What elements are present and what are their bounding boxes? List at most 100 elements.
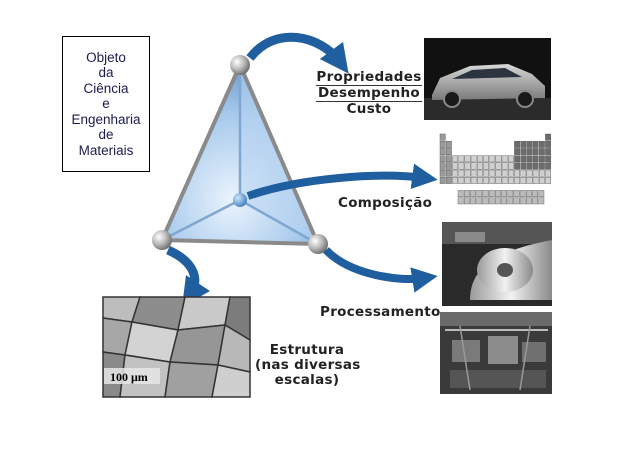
element-cell <box>439 162 446 170</box>
element-cell <box>470 162 477 170</box>
properties-label-line: Custo <box>346 101 392 117</box>
element-cell <box>532 197 539 205</box>
element-cell <box>545 133 552 141</box>
element-cell <box>514 148 521 155</box>
element-cell <box>513 197 520 205</box>
element-cell <box>439 133 446 141</box>
element-cell <box>488 197 495 205</box>
element-cell <box>538 197 545 205</box>
car-photo <box>424 38 551 120</box>
element-cell <box>464 176 471 184</box>
element-cell <box>446 169 452 177</box>
element-cell <box>508 169 514 177</box>
periodic-table-cells <box>439 133 552 205</box>
element-cell <box>476 190 483 197</box>
vertex-left <box>152 230 172 250</box>
arrow-to-composition <box>246 163 438 200</box>
element-cell <box>452 155 458 163</box>
element-cell <box>519 190 526 197</box>
element-cell <box>520 148 527 155</box>
element-cell <box>495 197 501 205</box>
properties-label-line: Propriedades <box>316 69 422 85</box>
element-cell <box>539 176 545 184</box>
element-cell <box>470 190 476 197</box>
element-cell <box>464 155 471 163</box>
vertex-center <box>233 193 247 207</box>
element-cell <box>545 148 552 155</box>
vertex-top <box>230 55 250 75</box>
element-cell <box>458 169 465 177</box>
periodic-table-image <box>438 128 556 208</box>
processing-label: Processamento <box>320 304 441 320</box>
element-cell <box>495 190 501 197</box>
element-cell <box>539 148 545 155</box>
element-cell <box>482 197 489 205</box>
element-cell <box>526 140 533 148</box>
element-cell <box>519 197 526 205</box>
element-cell <box>457 190 464 197</box>
element-cell <box>526 169 533 177</box>
element-cell <box>452 176 458 184</box>
composition-label: Composição <box>338 195 433 211</box>
element-cell <box>470 155 477 163</box>
element-cell <box>501 169 508 177</box>
element-cell <box>439 169 446 177</box>
element-cell <box>526 197 532 205</box>
element-cell <box>520 176 527 184</box>
element-cell <box>464 190 470 197</box>
element-cell <box>532 169 539 177</box>
element-cell <box>539 162 545 170</box>
element-cell <box>514 155 521 163</box>
element-cell <box>545 176 552 184</box>
element-cell <box>539 155 545 163</box>
element-cell <box>532 190 539 197</box>
element-cell <box>545 140 552 148</box>
element-cell <box>489 162 496 170</box>
element-cell <box>446 140 452 148</box>
element-cell <box>532 148 539 155</box>
element-cell <box>452 162 458 170</box>
element-cell <box>458 162 465 170</box>
processing-photo-roll <box>442 222 552 306</box>
structure-label-line: escalas) <box>274 372 340 388</box>
concept-line: Engenharia <box>71 111 141 127</box>
element-cell <box>513 190 520 197</box>
element-cell <box>446 155 452 163</box>
element-cell <box>477 162 483 170</box>
structure-label-line: Estrutura <box>269 342 345 358</box>
element-cell <box>526 190 532 197</box>
element-cell <box>545 169 552 177</box>
element-cell <box>483 176 489 184</box>
element-cell <box>439 176 446 184</box>
element-cell <box>545 162 552 170</box>
element-cell <box>470 169 477 177</box>
element-cell <box>501 162 508 170</box>
element-cell <box>538 190 545 197</box>
element-cell <box>539 140 545 148</box>
element-cell <box>452 169 458 177</box>
arrow-to-structure <box>166 245 210 307</box>
element-cell <box>495 176 502 184</box>
element-cell <box>532 155 539 163</box>
element-cell <box>470 176 477 184</box>
micrograph-scale-label: 100 μm <box>110 370 148 384</box>
element-cell <box>532 162 539 170</box>
element-cell <box>477 155 483 163</box>
element-cell <box>446 162 452 170</box>
concept-line: de <box>98 127 114 143</box>
structure-label-line: (nas diversas <box>255 357 361 373</box>
element-cell <box>439 140 446 148</box>
element-cell <box>446 148 452 155</box>
microstructure-micrograph: 100 μm <box>102 296 251 398</box>
properties-label: Propriedades Desempenho Custo <box>316 70 422 117</box>
element-cell <box>508 176 514 184</box>
element-cell <box>520 162 527 170</box>
element-cell <box>520 140 527 148</box>
element-cell <box>483 162 489 170</box>
element-cell <box>520 169 527 177</box>
element-cell <box>470 197 476 205</box>
element-cell <box>526 155 533 163</box>
element-cell <box>477 169 483 177</box>
element-cell <box>483 169 489 177</box>
